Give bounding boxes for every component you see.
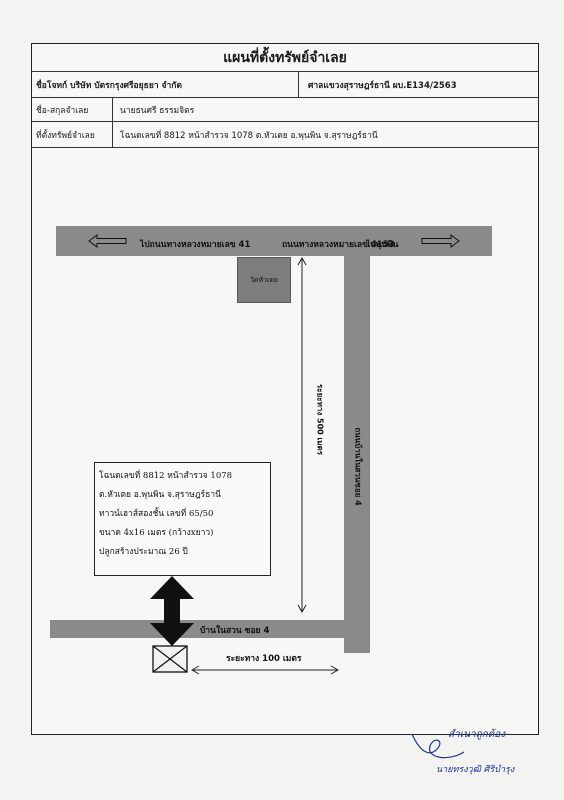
info-house: ทาวน์เฮาส์สองชั้น เลขที่ 65/50 <box>99 509 214 519</box>
right-arrow-icon <box>421 234 460 248</box>
vertical-road <box>344 253 370 653</box>
horizontal-distance-label: ระยะทาง 100 เมตร <box>226 654 302 664</box>
bottom-road-label: บ้านในสวน ซอย 4 <box>200 626 270 636</box>
page-title: แผนที่ตั้งทรัพย์จำเลย <box>32 44 538 72</box>
signature-mark-icon <box>411 733 465 759</box>
left-arrow-icon <box>88 234 127 248</box>
plaintiff-label: ชื่อโจทก์ บริษัท บัตรกรุงศรีอยุธยา จำกัด <box>36 80 182 91</box>
bottom-soi-road <box>50 620 370 638</box>
property-marker-icon <box>152 645 188 673</box>
info-age: ปลูกสร้างประมาณ 26 ปี <box>99 547 188 557</box>
plaintiff-row: ชื่อโจทก์ บริษัท บัตรกรุงศรีอยุธยา จำกัด… <box>32 72 538 98</box>
court-case-number: ศาลแขวงสุราษฎร์ธานี ผบ.E134/2563 <box>308 80 457 91</box>
top-highway-road <box>56 226 492 256</box>
info-size: ขนาด 4x16 เมตร (กว้างxยาว) <box>99 528 214 538</box>
info-deed: โฉนดเลขที่ 8812 หน้าสำรวจ 1078 <box>99 471 233 481</box>
divider <box>112 98 113 121</box>
vertical-distance-line <box>297 256 307 614</box>
map-sheet: แผนที่ตั้งทรัพย์จำเลย ชื่อโจทก์ บริษัท บ… <box>31 43 539 735</box>
location-value: โฉนดเลขที่ 8812 หน้าสำรวจ 1078 ต.หัวเตย … <box>120 130 378 141</box>
horizontal-distance-line <box>190 665 340 675</box>
defendant-row: ชื่อ-สกุลจำเลย นายธนศรี ธรรมจิตร <box>32 98 538 122</box>
vertical-road-label: ถนนบ้านในสวนซอย 4 <box>353 427 363 506</box>
location-label: ที่ตั้งทรัพย์จำเลย <box>36 130 95 141</box>
info-address: ต.หัวเตย อ.พุนพิน จ.สุราษฎร์ธานี <box>99 490 221 500</box>
temple-label: วัดหัวเตย <box>249 276 279 284</box>
temple-landmark: วัดหัวเตย <box>237 257 291 303</box>
defendant-label: ชื่อ-สกุลจำเลย <box>36 105 89 116</box>
road-label-to-phunphin: ไปพุนพิน <box>366 240 399 250</box>
property-info-box: โฉนดเลขที่ 8812 หน้าสำรวจ 1078 ต.หัวเตย … <box>94 462 271 576</box>
vertical-distance-label: ระยะทาง 500 เมตร <box>315 383 325 456</box>
double-arrow-icon <box>150 576 194 646</box>
location-row: ที่ตั้งทรัพย์จำเลย โฉนดเลขที่ 8812 หน้าส… <box>32 122 538 148</box>
divider <box>112 122 113 147</box>
road-label-4153: ถนนทางหลวงหมายเลข 4153 <box>282 240 395 250</box>
road-label-to-41: ไปถนนทางหลวงหมายเลข 41 <box>140 240 251 250</box>
defendant-name: นายธนศรี ธรรมจิตร <box>120 105 195 116</box>
divider <box>298 72 299 97</box>
certified-copy-note: สำเนาถูกต้อง <box>448 729 506 740</box>
signatory-name: นายทรงวุฒิ ศิริบำรุง <box>436 765 515 775</box>
